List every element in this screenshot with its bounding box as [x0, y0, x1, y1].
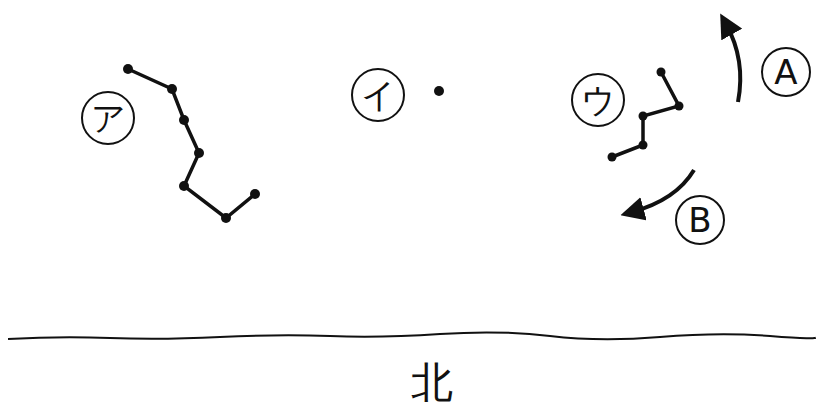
- star-label: ウ: [571, 73, 625, 127]
- stars: [123, 64, 684, 223]
- big-dipper: [128, 69, 255, 218]
- rotation-arrow: [726, 24, 740, 102]
- star-label: ア: [81, 91, 135, 145]
- direction-label: A: [761, 47, 811, 97]
- star-label: イ: [351, 68, 405, 122]
- direction-label: B: [675, 195, 725, 245]
- direction-text: 北: [411, 362, 453, 404]
- cassiopeia: [612, 72, 679, 157]
- horizon: [8, 332, 816, 339]
